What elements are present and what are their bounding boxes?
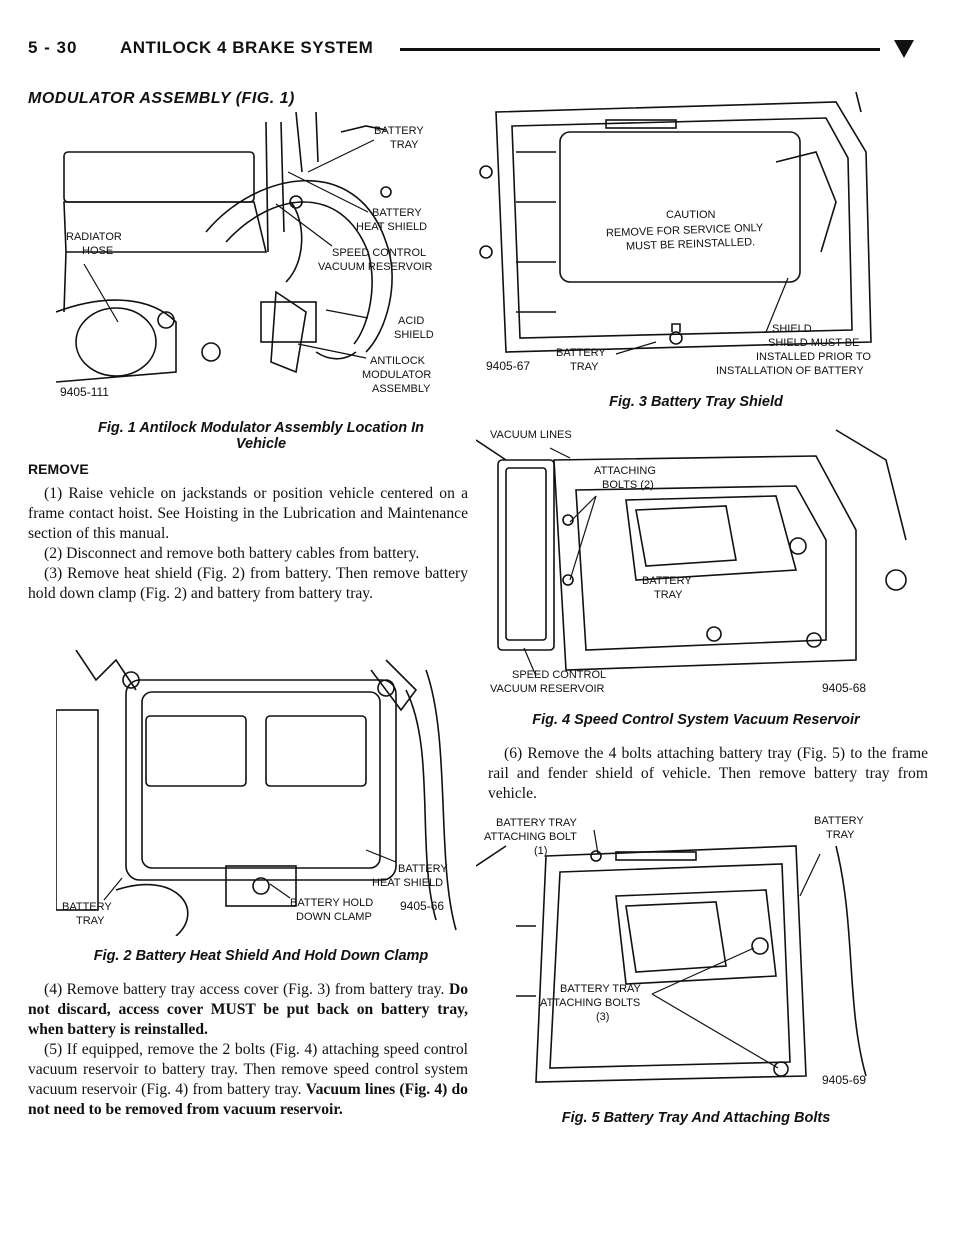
figure-1: BATTERY TRAY BATTERY HEAT SHIELD RADIATO… <box>56 112 466 402</box>
fig4-label-tray-1: BATTERY <box>642 575 692 587</box>
figure-1-illustration: BATTERY TRAY BATTERY HEAT SHIELD RADIATO… <box>56 112 434 399</box>
fig1-label-heat-shield: BATTERY <box>372 207 422 219</box>
fig2-label-tray-2: TRAY <box>76 915 105 927</box>
remove-steps-1-3: (1) Raise vehicle on jackstands or posit… <box>28 484 468 604</box>
triangle-marker-icon <box>894 40 914 58</box>
fig1-label-heat-shield-2: HEAT SHIELD <box>356 221 427 233</box>
page-number: 5 - 30 <box>28 38 78 57</box>
remove-step-6: (6) Remove the 4 bolts attaching battery… <box>488 744 928 804</box>
step-3: (3) Remove heat shield (Fig. 2) from bat… <box>28 565 468 602</box>
figure-3-illustration: CAUTION REMOVE FOR SERVICE ONLY MUST BE … <box>479 92 872 377</box>
figure-1-caption: Fig. 1 Antilock Modulator Assembly Locat… <box>56 420 466 452</box>
fig1-label-battery-tray: BATTERY <box>374 125 424 137</box>
figure-4-caption: Fig. 4 Speed Control System Vacuum Reser… <box>532 712 860 728</box>
figure-4: VACUUM LINES ATTACHING BOLTS (2) BATTERY… <box>476 420 916 698</box>
fig5-label-bolt-2: ATTACHING BOLT <box>484 831 577 843</box>
figure-5: BATTERY TRAY ATTACHING BOLT (1) BATTERY … <box>476 806 916 1096</box>
fig1-label-speed-control: SPEED CONTROL <box>332 247 426 259</box>
fig3-label-caution: CAUTION <box>666 209 716 221</box>
figure-1-caption-line1: Fig. 1 Antilock Modulator Assembly Locat… <box>97 420 424 436</box>
fig5-label-bolt-1: BATTERY TRAY <box>496 817 578 829</box>
figure-3-caption: Fig. 3 Battery Tray Shield <box>609 394 783 410</box>
figure-5-illustration: BATTERY TRAY ATTACHING BOLT (1) BATTERY … <box>476 815 867 1087</box>
fig3-label-shield: SHIELD <box>772 323 812 335</box>
step-4: (4) Remove battery tray access cover (Fi… <box>28 980 468 1040</box>
fig3-label-must-3: INSTALLATION OF BATTERY <box>716 365 864 377</box>
figure-2-caption: Fig. 2 Battery Heat Shield And Hold Down… <box>93 948 429 964</box>
fig1-label-radiator-2: HOSE <box>82 245 113 257</box>
fig2-label-tray-1: BATTERY <box>62 901 112 913</box>
step-4-text: (4) Remove battery tray access cover (Fi… <box>44 981 445 998</box>
fig4-label-bolts-1: ATTACHING <box>594 465 656 477</box>
section-title: MODULATOR ASSEMBLY (FIG. 1) <box>28 90 295 107</box>
remove-steps-4-5: (4) Remove battery tray access cover (Fi… <box>28 980 468 1120</box>
step-6: (6) Remove the 4 bolts attaching battery… <box>488 745 928 802</box>
step-2: (2) Disconnect and remove both battery c… <box>44 545 420 562</box>
fig5-label-bolt-3: (1) <box>534 845 547 857</box>
fig1-label-antilock-3: ASSEMBLY <box>372 383 431 395</box>
fig2-id: 9405-66 <box>400 899 444 913</box>
fig1-label-radiator: RADIATOR <box>66 231 122 243</box>
fig3-label-caution-2: REMOVE FOR SERVICE ONLY <box>606 222 764 240</box>
fig5-label-tray-2: TRAY <box>826 829 855 841</box>
figure-2: BATTERY HEAT SHIELD BATTERY TRAY BATTERY… <box>56 650 466 936</box>
fig4-label-speed-2: VACUUM RESERVOIR <box>490 683 605 695</box>
fig1-id: 9405-111 <box>60 385 109 399</box>
fig5-label-tray-1: BATTERY <box>814 815 864 827</box>
fig2-label-heat-1: BATTERY <box>398 863 448 875</box>
fig2-label-hold-2: DOWN CLAMP <box>296 911 372 923</box>
fig1-label-antilock-2: MODULATOR <box>362 369 431 381</box>
fig4-label-tray-2: TRAY <box>654 589 683 601</box>
fig5-label-bolts-2: ATTACHING BOLTS <box>540 997 640 1009</box>
step-5: (5) If equipped, remove the 2 bolts (Fig… <box>28 1040 468 1120</box>
fig3-label-must-2: INSTALLED PRIOR TO <box>756 351 871 363</box>
fig4-id: 9405-68 <box>822 681 866 695</box>
header-rule <box>400 48 880 51</box>
fig1-label-speed-control-2: VACUUM RESERVOIR <box>318 261 433 273</box>
step-5-note: Vacuum lines (Fig. 4) do not need to be … <box>28 1081 468 1118</box>
figure-1-caption-line2: Vehicle <box>235 436 287 452</box>
figure-2-illustration: BATTERY HEAT SHIELD BATTERY TRAY BATTERY… <box>56 650 457 936</box>
fig5-label-bolts-1: BATTERY TRAY <box>560 983 642 995</box>
fig2-label-hold-1: BATTERY HOLD <box>290 897 373 909</box>
fig2-label-heat-2: HEAT SHIELD <box>372 877 443 889</box>
fig3-label-caution-3: MUST BE REINSTALLED. <box>626 236 756 253</box>
remove-heading: REMOVE <box>28 461 89 477</box>
figure-3: CAUTION REMOVE FOR SERVICE ONLY MUST BE … <box>476 92 916 382</box>
fig4-label-bolts-2: BOLTS (2) <box>602 479 654 491</box>
chapter-title: ANTILOCK 4 BRAKE SYSTEM <box>120 38 374 57</box>
step-5-text: (5) If equipped, remove the 2 bolts (Fig… <box>28 1041 468 1098</box>
fig3-id: 9405-67 <box>486 359 530 373</box>
fig1-label-acid: ACID <box>398 315 424 327</box>
fig4-label-vacuum-lines: VACUUM LINES <box>490 429 572 441</box>
fig5-id: 9405-69 <box>822 1073 866 1087</box>
fig1-label-antilock: ANTILOCK <box>370 355 426 367</box>
fig3-label-must-1: SHIELD MUST BE <box>768 337 860 349</box>
step-1: (1) Raise vehicle on jackstands or posit… <box>28 485 468 542</box>
figure-4-illustration: VACUUM LINES ATTACHING BOLTS (2) BATTERY… <box>476 429 907 695</box>
fig3-label-tray-2: TRAY <box>570 361 599 373</box>
figure-5-caption: Fig. 5 Battery Tray And Attaching Bolts <box>561 1110 831 1126</box>
fig3-label-tray: BATTERY <box>556 347 606 359</box>
page-header: 5 - 30 ANTILOCK 4 BRAKE SYSTEM <box>28 38 928 68</box>
fig4-label-speed-1: SPEED CONTROL <box>512 669 606 681</box>
fig1-label-acid-2: SHIELD <box>394 329 434 341</box>
fig1-label-battery-tray-2: TRAY <box>390 139 419 151</box>
fig5-label-bolts-3: (3) <box>596 1011 609 1023</box>
step-4-warning: Do not discard, access cover MUST be put… <box>28 981 468 1038</box>
